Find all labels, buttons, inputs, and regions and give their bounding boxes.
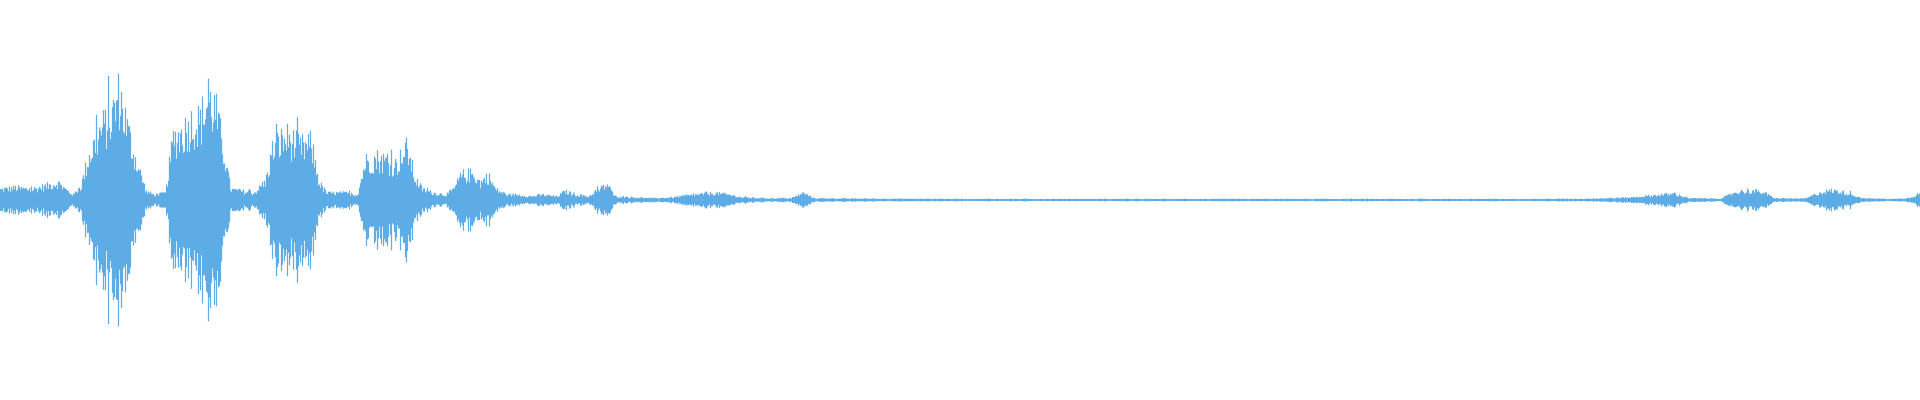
waveform-bars	[0, 73, 1920, 327]
